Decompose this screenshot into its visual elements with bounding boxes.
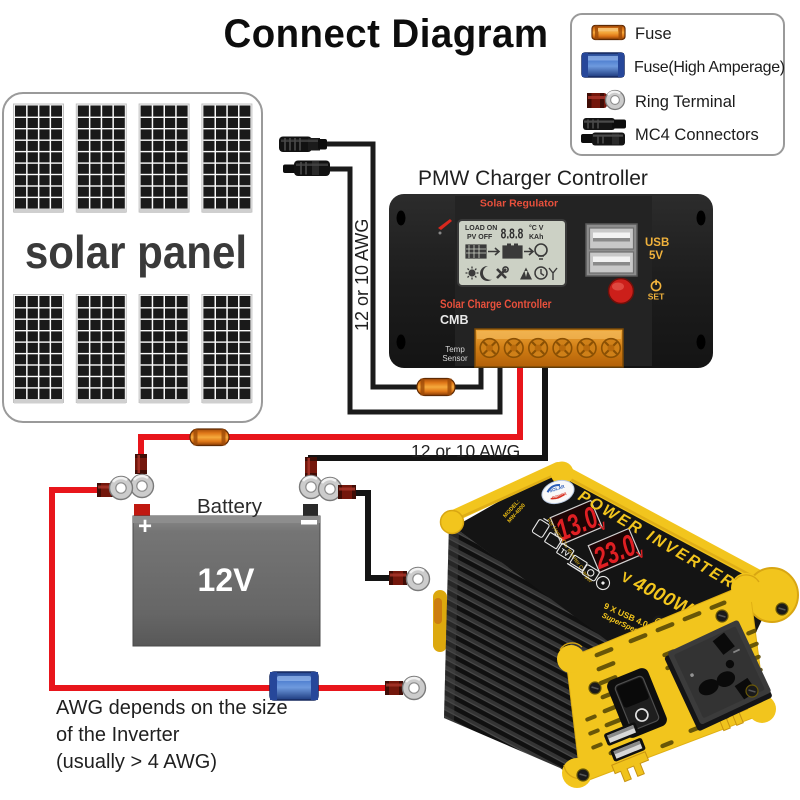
svg-text:USB: USB <box>645 237 669 249</box>
svg-text:Fuse(High Amperage): Fuse(High Amperage) <box>634 59 785 76</box>
svg-text:SET: SET <box>648 292 665 302</box>
svg-text:Fuse: Fuse <box>635 25 672 43</box>
svg-text:LOAD ON: LOAD ON <box>465 225 497 232</box>
svg-text:MC4 Connectors: MC4 Connectors <box>635 126 759 144</box>
svg-text:POWER: POWER <box>551 491 567 500</box>
svg-text:8.8.8: 8.8.8 <box>501 224 524 242</box>
svg-text:AWG depends on the size: AWG depends on the size <box>56 697 288 719</box>
svg-text:Sensor: Sensor <box>442 354 468 363</box>
svg-text:5V: 5V <box>649 250 663 262</box>
svg-text:Solar Charge Controller: Solar Charge Controller <box>440 298 552 311</box>
svg-text:of the Inverter: of the Inverter <box>56 724 180 746</box>
svg-text:TV: TV <box>559 548 571 559</box>
svg-text:12V: 12V <box>198 562 256 598</box>
svg-text:KAh: KAh <box>529 234 543 241</box>
svg-text:PMW Charger Controller: PMW Charger Controller <box>418 167 648 190</box>
svg-text:solar panel: solar panel <box>25 227 247 278</box>
svg-text:Connect Diagram: Connect Diagram <box>224 12 549 56</box>
svg-text:12 or 10 AWG: 12 or 10 AWG <box>352 219 372 331</box>
svg-text:Solar Regulator: Solar Regulator <box>480 198 558 210</box>
svg-text:°C V: °C V <box>529 224 544 232</box>
svg-text:PV OFF: PV OFF <box>467 234 493 241</box>
svg-text:+: + <box>138 513 152 540</box>
svg-text:Ring Terminal: Ring Terminal <box>635 93 736 111</box>
svg-text:12 or 10 AWG: 12 or 10 AWG <box>411 441 520 461</box>
svg-text:(usually > 4 AWG): (usually > 4 AWG) <box>56 751 217 773</box>
svg-text:Battery: Battery <box>197 495 263 518</box>
svg-text:Temp: Temp <box>445 345 465 354</box>
svg-text:SOLAR: SOLAR <box>549 484 566 494</box>
svg-text:CMB: CMB <box>440 313 468 327</box>
